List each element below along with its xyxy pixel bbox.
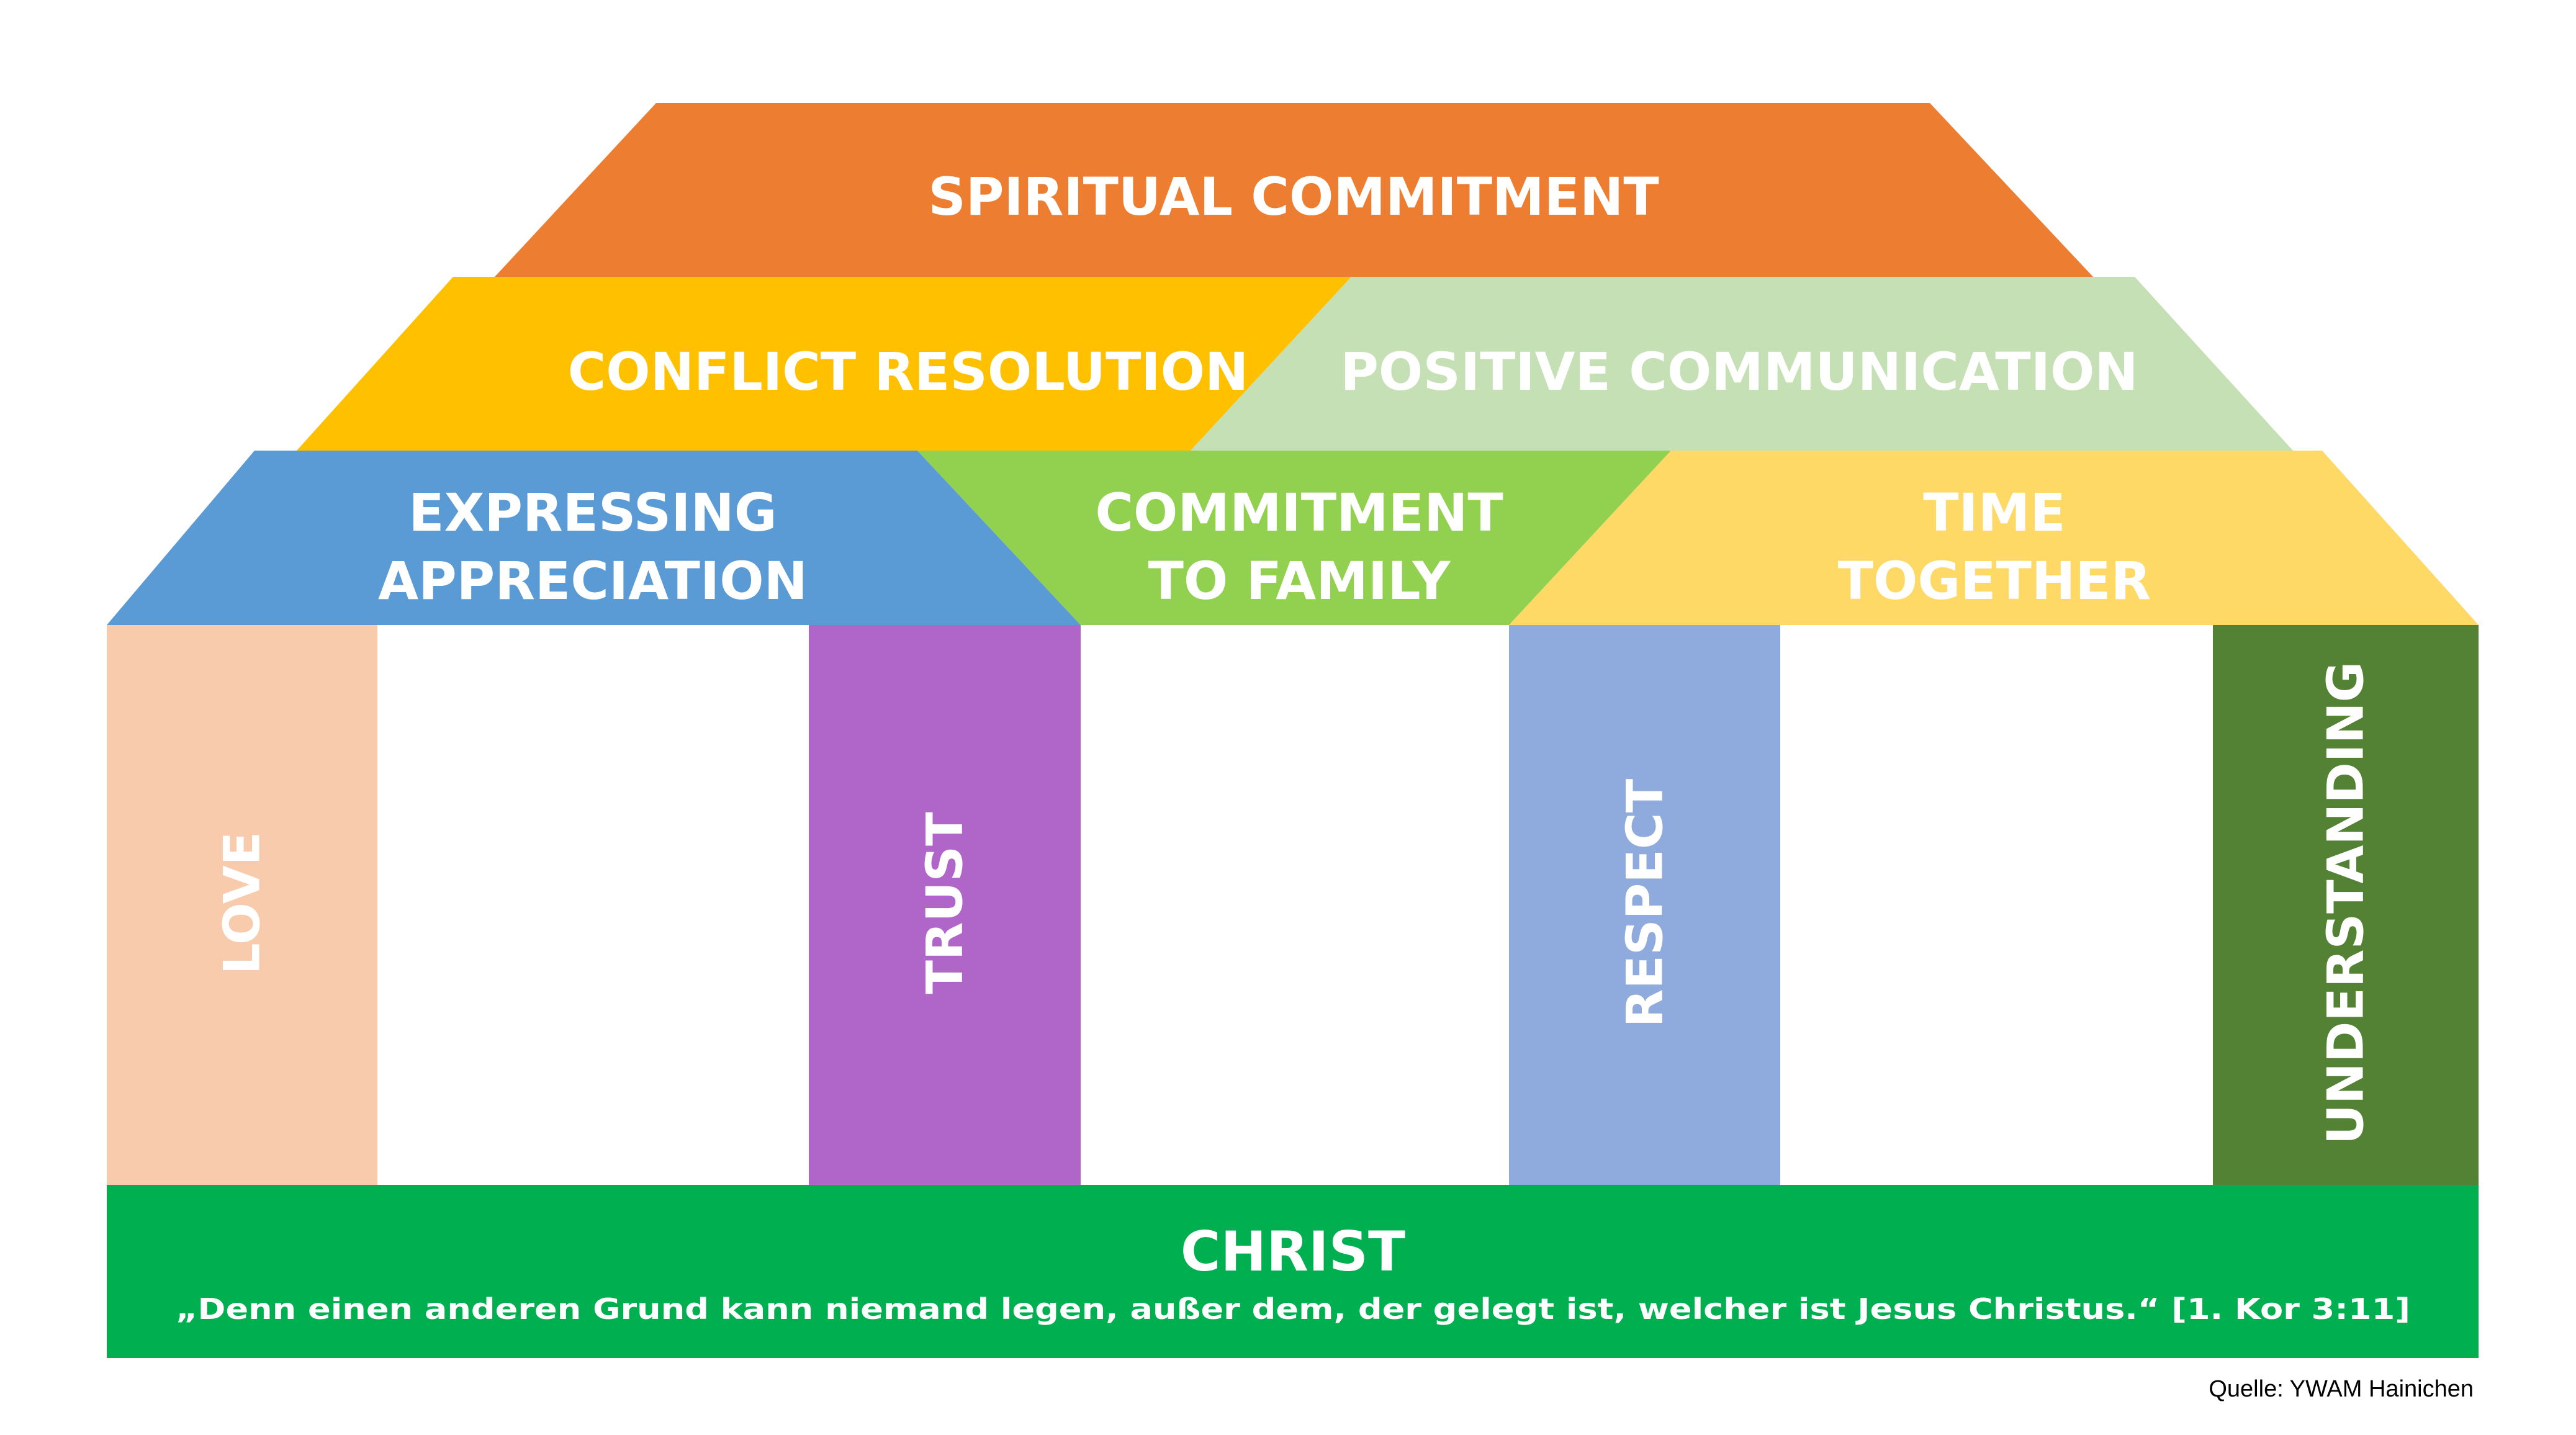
expressing-appreciation-block — [107, 451, 1081, 625]
trust-pillar — [809, 625, 1081, 1185]
positive-communication-block — [1191, 277, 2293, 451]
understanding-pillar — [2213, 625, 2479, 1185]
roof-top-tier: SPIRITUAL COMMITMENT — [495, 103, 2093, 277]
time-together-line2: TOGETHER — [1838, 551, 2151, 611]
commitment-to-family-block — [917, 451, 1671, 625]
understanding-label: UNDERSTANDING — [2317, 662, 2375, 1145]
pillars: LOVE TRUST RESPECT UNDERSTANDING — [107, 625, 2479, 1185]
time-together-line1: TIME — [1923, 482, 2066, 543]
love-pillar — [107, 625, 377, 1185]
love-label: LOVE — [214, 832, 271, 975]
respect-label: RESPECT — [1616, 778, 1674, 1027]
trust-label: TRUST — [916, 812, 974, 994]
positive-communication-label: POSITIVE COMMUNICATION — [1340, 341, 2138, 402]
bible-verse: „Denn einen anderen Grund kann niemand l… — [176, 1292, 2410, 1326]
expressing-appreciation-line2: APPRECIATION — [378, 551, 808, 611]
conflict-resolution-block — [297, 277, 1351, 451]
commitment-to-family-line2: TO FAMILY — [1148, 551, 1451, 611]
source-note: Quelle: YWAM Hainichen — [2209, 1376, 2474, 1402]
spiritual-commitment-block — [495, 103, 2093, 277]
christ-title: CHRIST — [1181, 1220, 1405, 1284]
respect-pillar — [1509, 625, 1780, 1185]
commitment-to-family-line1: COMMITMENT — [1095, 482, 1503, 543]
conflict-resolution-label: CONFLICT RESOLUTION — [568, 341, 1249, 402]
christ-foundation-block — [107, 1185, 2479, 1358]
foundation: CHRIST „Denn einen anderen Grund kann ni… — [107, 1185, 2479, 1358]
roof-middle-tier: CONFLICT RESOLUTION POSITIVE COMMUNICATI… — [297, 277, 2293, 451]
time-together-block — [1509, 451, 2479, 625]
spiritual-commitment-label: SPIRITUAL COMMITMENT — [928, 166, 1659, 227]
roof-bottom-tier: EXPRESSING APPRECIATION COMMITMENT TO FA… — [107, 451, 2479, 625]
expressing-appreciation-line1: EXPRESSING — [408, 482, 777, 543]
